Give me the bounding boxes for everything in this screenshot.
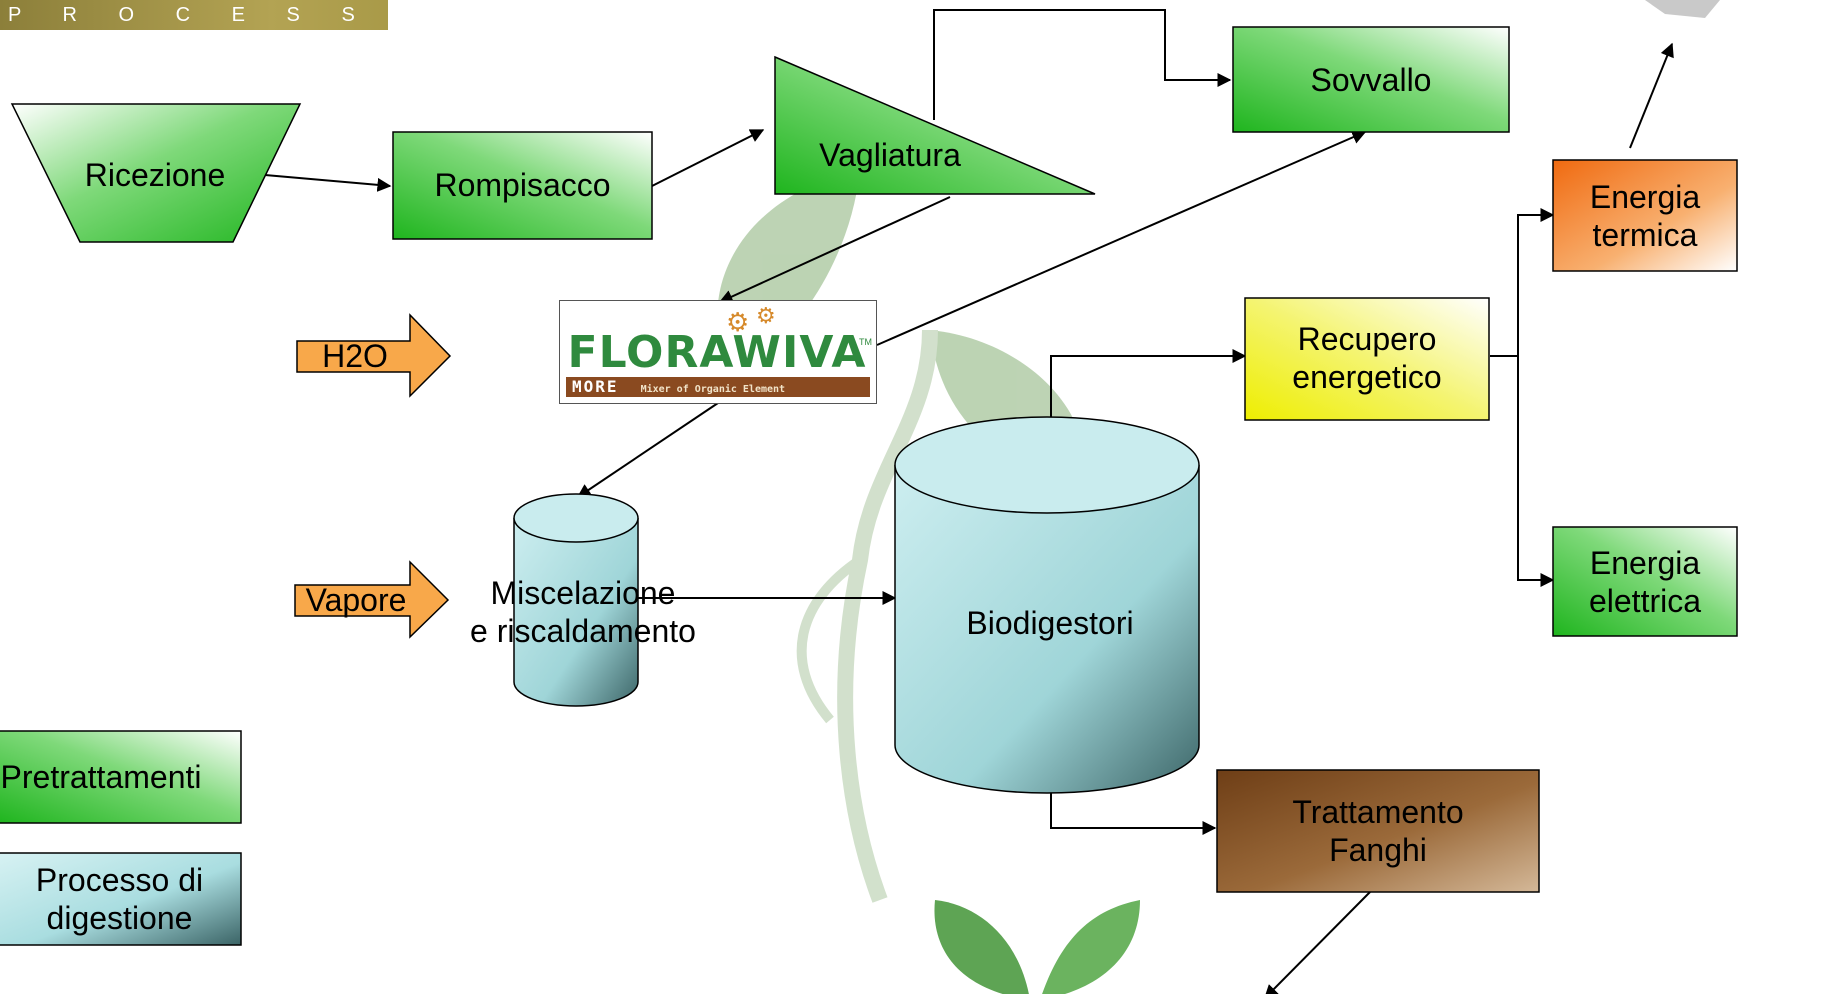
logo-tm: TM: [859, 337, 872, 347]
label-energia-termica: Energia termica: [1589, 178, 1701, 253]
arrow-termica-up: [1629, 42, 1674, 149]
partial-grey-shape: [1645, 0, 1720, 18]
label-trattamento: Trattamento Fanghi: [1292, 793, 1464, 868]
node-trattamento: [1216, 769, 1540, 893]
arrow-rompisacco-vagliatura: [651, 129, 765, 187]
legend-pretrattamenti-label: Pretrattamenti: [0, 758, 202, 795]
arrow-branch-termica: [1517, 208, 1555, 356]
legend-processo-swatch: [0, 852, 242, 946]
label-h2o: H2O: [322, 337, 388, 374]
node-sovvallo: [1232, 26, 1510, 133]
node-recupero: [1244, 297, 1490, 421]
legend-processo-label: Processo di digestione: [35, 861, 204, 936]
node-biodigestori-cylinder: [894, 416, 1200, 794]
logo-sub-brand: MORE: [572, 377, 619, 396]
arrow-mixer-sovvallo: [876, 130, 1367, 346]
arrow-branch-elettrica: [1517, 356, 1555, 587]
logo-brand: FLORAWIVA: [567, 327, 867, 378]
logo-tagline-strip: MORE Mixer of Organic Element: [566, 377, 870, 397]
label-recupero: Recupero energetico: [1292, 320, 1442, 395]
arrow-mixer-miscelazione: [576, 402, 719, 498]
label-biodigestori: Biodigestori: [966, 604, 1134, 641]
label-vagliatura: Vagliatura: [819, 136, 961, 173]
legend-pretrattamenti-swatch: [0, 730, 242, 824]
arrow-ricezione-rompisacco: [264, 174, 392, 192]
connectors: [264, 9, 1674, 994]
node-rompisacco: [392, 131, 653, 240]
node-vapore-arrow: [294, 560, 450, 639]
logo-tagline: Mixer of Organic Element: [640, 384, 786, 395]
node-energia-elettrica: [1552, 526, 1738, 637]
arrow-trattamento-down: [1264, 891, 1371, 994]
gear-icon: ⚙: [756, 303, 776, 328]
label-ricezione: Ricezione: [84, 156, 226, 193]
arrow-biodigestori-trattamento: [1050, 790, 1217, 835]
label-energia-elettrica: Energia elettrica: [1588, 544, 1702, 619]
node-vagliatura: [774, 55, 1096, 195]
node-ricezione: [10, 103, 302, 243]
label-sovvallo: Sovvallo: [1310, 61, 1432, 98]
label-miscelazione: Miscelazione e riscaldamento: [470, 574, 696, 649]
label-rompisacco: Rompisacco: [434, 166, 611, 203]
processo-banner: P R O C E S S O: [0, 0, 388, 56]
gear-icon: ⚙: [726, 307, 750, 337]
florawiva-logo: ⚙ ⚙ FLORAWIVA TM MORE Mixer of Organic E…: [559, 300, 877, 404]
leaf-logo: [934, 900, 1140, 994]
node-energia-termica: [1552, 159, 1738, 272]
arrow-biodigestori-recupero: [1050, 349, 1247, 420]
node-h2o-arrow: [296, 313, 452, 398]
arrow-vagliatura-sovvallo: [933, 9, 1232, 120]
arrow-vagliatura-mixer: [718, 196, 951, 304]
node-miscelazione-cylinder: [513, 493, 639, 707]
label-vapore: Vapore: [305, 581, 407, 618]
